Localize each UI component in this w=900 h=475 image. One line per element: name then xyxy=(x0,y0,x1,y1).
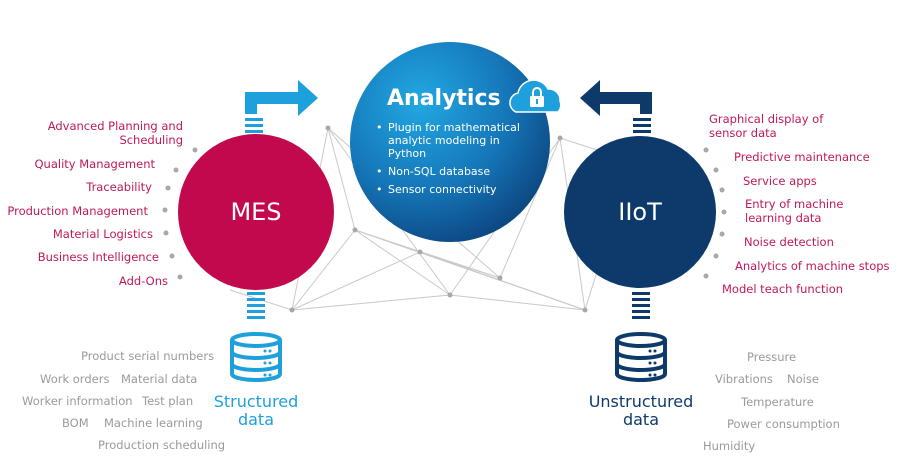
unstructured-item: Noise xyxy=(787,372,819,386)
mes-circle xyxy=(178,134,334,290)
database-icon xyxy=(615,332,667,382)
iiot-dashes xyxy=(632,292,650,319)
mes-feature: Traceability xyxy=(86,180,152,194)
analytics-title: Analytics xyxy=(387,86,501,111)
structured-item: Worker information xyxy=(22,394,133,408)
unstructured-item: Pressure xyxy=(747,350,797,364)
iiot-feature: Noise detection xyxy=(744,235,834,249)
unstructured-data-title: Unstructured data xyxy=(588,392,694,429)
iiot-feature: Predictive maintenance xyxy=(734,150,870,164)
analytics-bullet: Sensor connectivity xyxy=(376,183,534,196)
iiot-feature: Analytics of machine stops xyxy=(735,259,890,273)
mes-feature: Production Management xyxy=(7,204,148,218)
mes-feature-dots xyxy=(162,147,198,280)
unstructured-item: Humidity xyxy=(703,439,756,453)
analytics-bullet: Plugin for mathematical analytic modelin… xyxy=(376,121,534,160)
structured-item: Test plan xyxy=(142,394,194,408)
structured-item: Production scheduling xyxy=(98,438,226,452)
mes-feature: Advanced Planning and Scheduling xyxy=(47,119,183,147)
iiot-title: IIoT xyxy=(618,198,662,226)
iiot-feature: Service apps xyxy=(743,174,817,188)
mes-feature: Add-Ons xyxy=(118,274,168,288)
mes-dashes xyxy=(247,292,265,319)
mes-feature: Business Intelligence xyxy=(37,250,159,264)
arrow-left-icon xyxy=(580,80,652,133)
network-nodes xyxy=(289,125,588,313)
iiot-feature: Model teach function xyxy=(722,282,844,296)
structured-data-title: Structured data xyxy=(213,392,299,429)
unstructured-item: Temperature xyxy=(741,395,814,409)
analytics-bullets: Plugin for mathematical analytic modelin… xyxy=(376,121,534,201)
structured-item: BOM xyxy=(62,416,89,430)
database-icon xyxy=(230,332,282,382)
iiot-feature: Entry of machine learning data xyxy=(745,197,844,225)
structured-item: Material data xyxy=(121,372,198,386)
iiot-feature-dots xyxy=(703,147,727,279)
mes-feature: Material Logistics xyxy=(52,227,153,241)
structured-item: Work orders xyxy=(40,372,110,386)
analytics-bullet: Non-SQL database xyxy=(376,165,534,178)
structured-item: Product serial numbers xyxy=(81,349,215,363)
iiot-feature: Graphical display of sensor data xyxy=(709,112,824,140)
mes-title: MES xyxy=(230,198,282,226)
unstructured-item: Vibrations xyxy=(715,372,773,386)
cloud-lock-icon xyxy=(509,79,562,113)
arrow-right-icon xyxy=(245,80,318,133)
iiot-circle xyxy=(564,136,716,288)
structured-item: Machine learning xyxy=(104,416,203,430)
unstructured-item: Power consumption xyxy=(727,417,840,431)
mes-feature: Quality Management xyxy=(34,157,155,171)
